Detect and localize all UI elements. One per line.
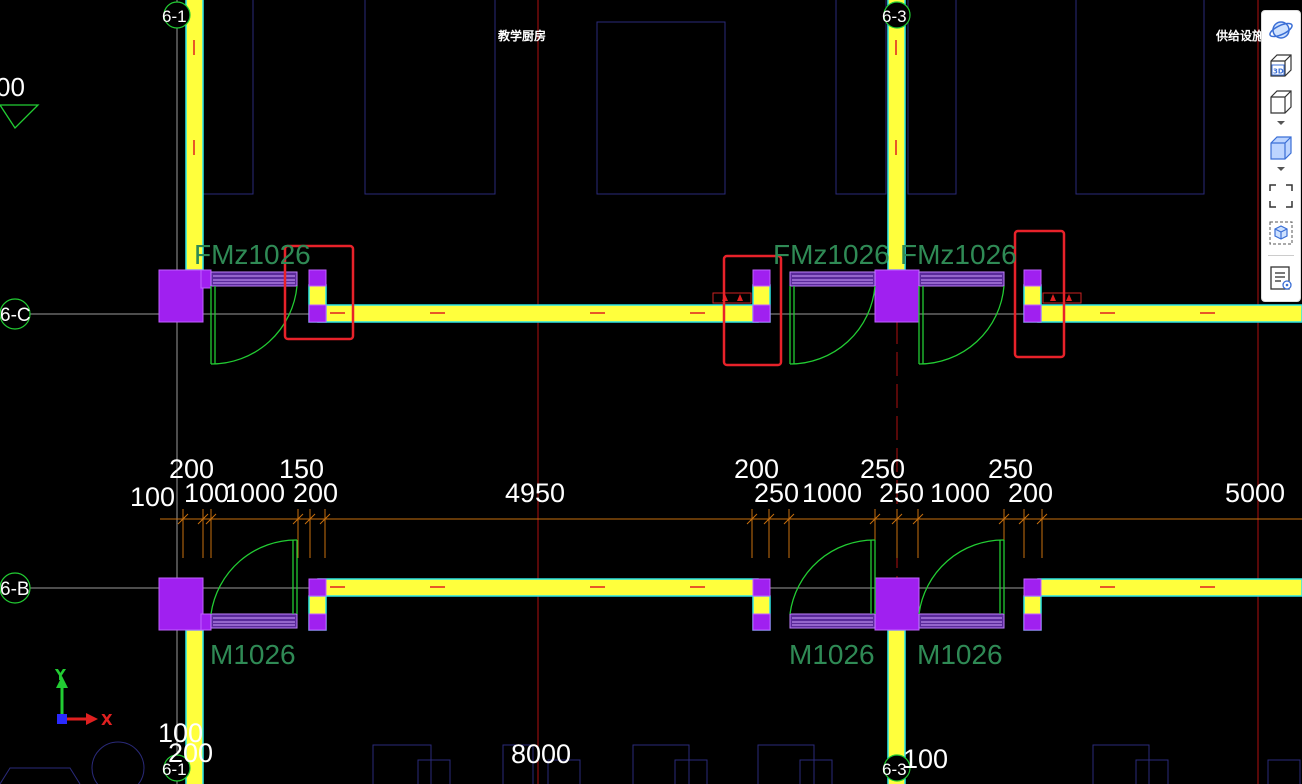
elevation-marker: 00 bbox=[0, 72, 40, 130]
dim-lower-3: 1000 bbox=[225, 478, 285, 508]
ucs-icon: Y X bbox=[54, 666, 113, 729]
axis-label-b: 6-B bbox=[0, 579, 30, 600]
door-leaves bbox=[210, 271, 1005, 629]
columns bbox=[158, 269, 1042, 631]
zoom-extents-icon bbox=[1269, 184, 1293, 208]
dim-upper-3: 200 bbox=[734, 454, 779, 484]
door-labels: FMz1026 FMz1026 FMz1026 M1026 M1026 M102… bbox=[194, 239, 1017, 670]
dim-bottom-3: 8000 bbox=[511, 739, 571, 769]
local-3d-button[interactable] bbox=[1265, 218, 1297, 248]
room-label-teaching-kitchen: 教学厨房 bbox=[497, 28, 546, 43]
door-label-fm-3: FMz1026 bbox=[900, 239, 1017, 270]
dim-upper-4: 250 bbox=[860, 454, 905, 484]
dimension-texts: 200 150 200 250 250 100 100 1000 200 495… bbox=[130, 454, 1285, 774]
dim-lower-5: 4950 bbox=[505, 478, 565, 508]
3d-view-button[interactable]: 3D bbox=[1265, 51, 1297, 81]
door-label-fm-2: FMz1026 bbox=[773, 239, 890, 270]
elevation-text: 00 bbox=[0, 72, 25, 102]
toolbar-separator bbox=[1268, 255, 1294, 256]
dim-lower-10: 200 bbox=[1008, 478, 1053, 508]
dim-upper-5: 250 bbox=[988, 454, 1033, 484]
room-label-supply-facility: 供给设施 bbox=[1215, 28, 1264, 43]
dim-lower-4: 200 bbox=[293, 478, 338, 508]
3d-view-icon: 3D bbox=[1270, 54, 1292, 77]
axis-label-top-left: 6-1 bbox=[162, 7, 187, 26]
ucs-y-label: Y bbox=[54, 666, 67, 684]
axis-label-bottom-left: 6-1 bbox=[162, 760, 187, 779]
door-label-m-2: M1026 bbox=[789, 639, 875, 670]
view-cube-icon bbox=[1270, 90, 1292, 125]
axis-bubbles bbox=[0, 1, 911, 782]
highlight-box-1[interactable] bbox=[283, 244, 355, 341]
view-cube-dropdown[interactable] bbox=[1265, 87, 1297, 127]
local-3d-icon bbox=[1269, 221, 1293, 245]
axis-label-bottom-right: 6-3 bbox=[882, 760, 907, 779]
dim-bottom-2: 200 bbox=[168, 738, 213, 768]
dim-bottom-1: 100 bbox=[158, 718, 203, 748]
door-label-m-3: M1026 bbox=[917, 639, 1003, 670]
ucs-x-label: X bbox=[101, 711, 113, 729]
chevron-down-icon bbox=[1277, 167, 1285, 171]
properties-button[interactable] bbox=[1265, 263, 1297, 293]
door-swings bbox=[210, 285, 1005, 615]
dim-lower-1: 100 bbox=[130, 482, 175, 512]
dim-lower-7: 1000 bbox=[802, 478, 862, 508]
room-labels: 教学厨房 供给设施 bbox=[497, 28, 1264, 43]
dim-lower-11: 5000 bbox=[1225, 478, 1285, 508]
shaded-cube-dropdown[interactable] bbox=[1265, 133, 1297, 173]
properties-icon bbox=[1270, 266, 1292, 290]
dim-lower-9: 1000 bbox=[930, 478, 990, 508]
shaded-cube-icon bbox=[1270, 136, 1292, 171]
dim-lower-2: 100 bbox=[184, 478, 229, 508]
door-label-m-1: M1026 bbox=[210, 639, 296, 670]
dim-lower-6: 250 bbox=[754, 478, 799, 508]
dim-bottom-4: 100 bbox=[903, 744, 948, 774]
view-toolbar: 3D bbox=[1261, 10, 1301, 302]
axis-label-c: 6-C bbox=[0, 305, 31, 326]
door-label-fm-1: FMz1026 bbox=[194, 239, 311, 270]
dim-upper-2: 150 bbox=[279, 454, 324, 484]
dim-lower-8: 250 bbox=[879, 478, 924, 508]
orbit-button[interactable] bbox=[1265, 15, 1297, 45]
wall-centerlines bbox=[193, 40, 1215, 588]
axis-labels: 6-1 6-3 6-1 6-3 6-C 6-B bbox=[0, 7, 907, 779]
dimension-lines bbox=[160, 509, 1302, 558]
highlight-boxes[interactable] bbox=[283, 229, 1066, 367]
walls bbox=[185, 0, 1302, 784]
highlight-box-3[interactable] bbox=[1013, 229, 1066, 359]
chevron-down-icon bbox=[1277, 121, 1285, 125]
3d-label: 3D bbox=[1273, 68, 1284, 76]
axis-label-top-right: 6-3 bbox=[882, 7, 907, 26]
zoom-extents-button[interactable] bbox=[1265, 181, 1297, 211]
dim-upper-1: 200 bbox=[169, 454, 214, 484]
highlight-box-2[interactable] bbox=[722, 254, 783, 367]
orbit-icon bbox=[1269, 21, 1293, 39]
